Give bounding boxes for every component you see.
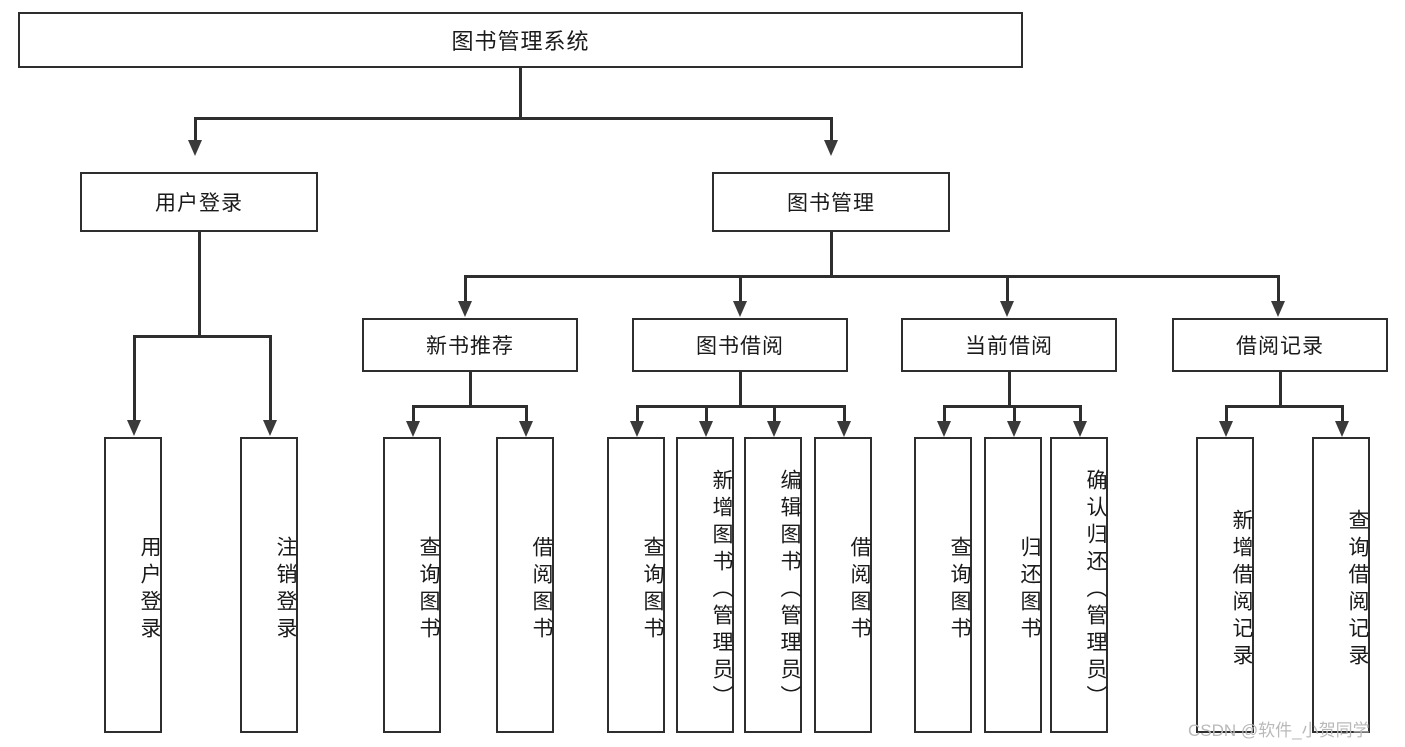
connector-bookborrow-leaf2: [705, 405, 708, 422]
arrow-borrowrecord-leaf1: [1219, 421, 1233, 437]
leaf-bookborrow-query-book[interactable]: 查询图书: [607, 437, 665, 733]
connector-new-book-stem: [469, 372, 472, 406]
connector-currentborrow-leaf2: [1013, 405, 1016, 422]
node-book-management[interactable]: 图书管理: [712, 172, 950, 232]
arrow-currentborrow-leaf1: [937, 421, 951, 437]
arrow-newbook-leaf2: [519, 421, 533, 437]
connector-borrowrecord-leaf2: [1341, 405, 1344, 422]
arrow-to-book-borrow: [733, 301, 747, 317]
leaf-bookborrow-borrow-book[interactable]: 借阅图书: [814, 437, 872, 733]
connector-current-borrow-stem: [1008, 372, 1011, 406]
arrow-to-new-book: [458, 301, 472, 317]
connector-to-leaf-user-login: [133, 335, 136, 421]
connector-root-bus: [194, 117, 832, 120]
connector-to-current-borrow: [1006, 275, 1009, 302]
leaf-logout[interactable]: 注销登录: [240, 437, 298, 733]
node-root-system[interactable]: 图书管理系统: [18, 12, 1023, 68]
connector-book-mgmt-stem: [830, 232, 833, 276]
arrow-root-to-user-login: [188, 140, 202, 156]
arrow-bookborrow-leaf4: [837, 421, 851, 437]
connector-bookborrow-leaf3: [773, 405, 776, 422]
connector-book-borrow-stem: [739, 372, 742, 406]
arrow-currentborrow-leaf3: [1073, 421, 1087, 437]
connector-to-new-book: [464, 275, 467, 302]
arrow-root-to-book-mgmt: [824, 140, 838, 156]
leaf-user-login[interactable]: 用户登录: [104, 437, 162, 733]
leaf-borrowrecord-query-record[interactable]: 查询借阅记录: [1312, 437, 1370, 733]
connector-root-to-user-login: [194, 117, 197, 141]
connector-root-stem: [519, 68, 522, 118]
leaf-currentborrow-return-book[interactable]: 归还图书: [984, 437, 1042, 733]
node-new-book-recommend[interactable]: 新书推荐: [362, 318, 578, 372]
arrow-bookborrow-leaf2: [699, 421, 713, 437]
connector-to-book-borrow: [739, 275, 742, 302]
arrow-currentborrow-leaf2: [1007, 421, 1021, 437]
arrow-to-leaf-logout: [263, 420, 277, 436]
arrow-to-borrow-record: [1271, 301, 1285, 317]
leaf-bookborrow-edit-book[interactable]: 编辑图书（管理员）: [744, 437, 802, 733]
node-borrow-record[interactable]: 借阅记录: [1172, 318, 1388, 372]
connector-current-borrow-bus: [943, 405, 1080, 408]
connector-bookborrow-leaf4: [843, 405, 846, 422]
connector-borrow-record-stem: [1279, 372, 1282, 406]
connector-newbook-leaf2: [525, 405, 528, 422]
connector-root-to-book-mgmt: [830, 117, 833, 141]
connector-user-login-stem: [198, 232, 201, 336]
connector-borrow-record-bus: [1225, 405, 1343, 408]
node-current-borrow[interactable]: 当前借阅: [901, 318, 1117, 372]
leaf-bookborrow-add-book[interactable]: 新增图书（管理员）: [676, 437, 734, 733]
connector-newbook-leaf1: [412, 405, 415, 422]
connector-book-borrow-bus: [636, 405, 844, 408]
connector-user-login-bus: [133, 335, 271, 338]
node-user-login[interactable]: 用户登录: [80, 172, 318, 232]
connector-currentborrow-leaf1: [943, 405, 946, 422]
arrow-to-current-borrow: [1000, 301, 1014, 317]
leaf-newbook-query-book[interactable]: 查询图书: [383, 437, 441, 733]
connector-borrowrecord-leaf1: [1225, 405, 1228, 422]
arrow-bookborrow-leaf3: [767, 421, 781, 437]
connector-new-book-bus: [412, 405, 528, 408]
connector-book-mgmt-bus: [464, 275, 1277, 278]
node-book-borrow[interactable]: 图书借阅: [632, 318, 848, 372]
arrow-to-leaf-user-login: [127, 420, 141, 436]
connector-currentborrow-leaf3: [1079, 405, 1082, 422]
arrow-borrowrecord-leaf2: [1335, 421, 1349, 437]
csdn-watermark: CSDN @软件_小贺同学: [1188, 721, 1370, 740]
leaf-newbook-borrow-book[interactable]: 借阅图书: [496, 437, 554, 733]
connector-bookborrow-leaf1: [636, 405, 639, 422]
leaf-borrowrecord-add-record[interactable]: 新增借阅记录: [1196, 437, 1254, 733]
connector-to-borrow-record: [1277, 275, 1280, 302]
connector-to-leaf-logout: [269, 335, 272, 421]
leaf-currentborrow-confirm-return[interactable]: 确认归还（管理员）: [1050, 437, 1108, 733]
leaf-currentborrow-query-book[interactable]: 查询图书: [914, 437, 972, 733]
arrow-bookborrow-leaf1: [630, 421, 644, 437]
arrow-newbook-leaf1: [406, 421, 420, 437]
